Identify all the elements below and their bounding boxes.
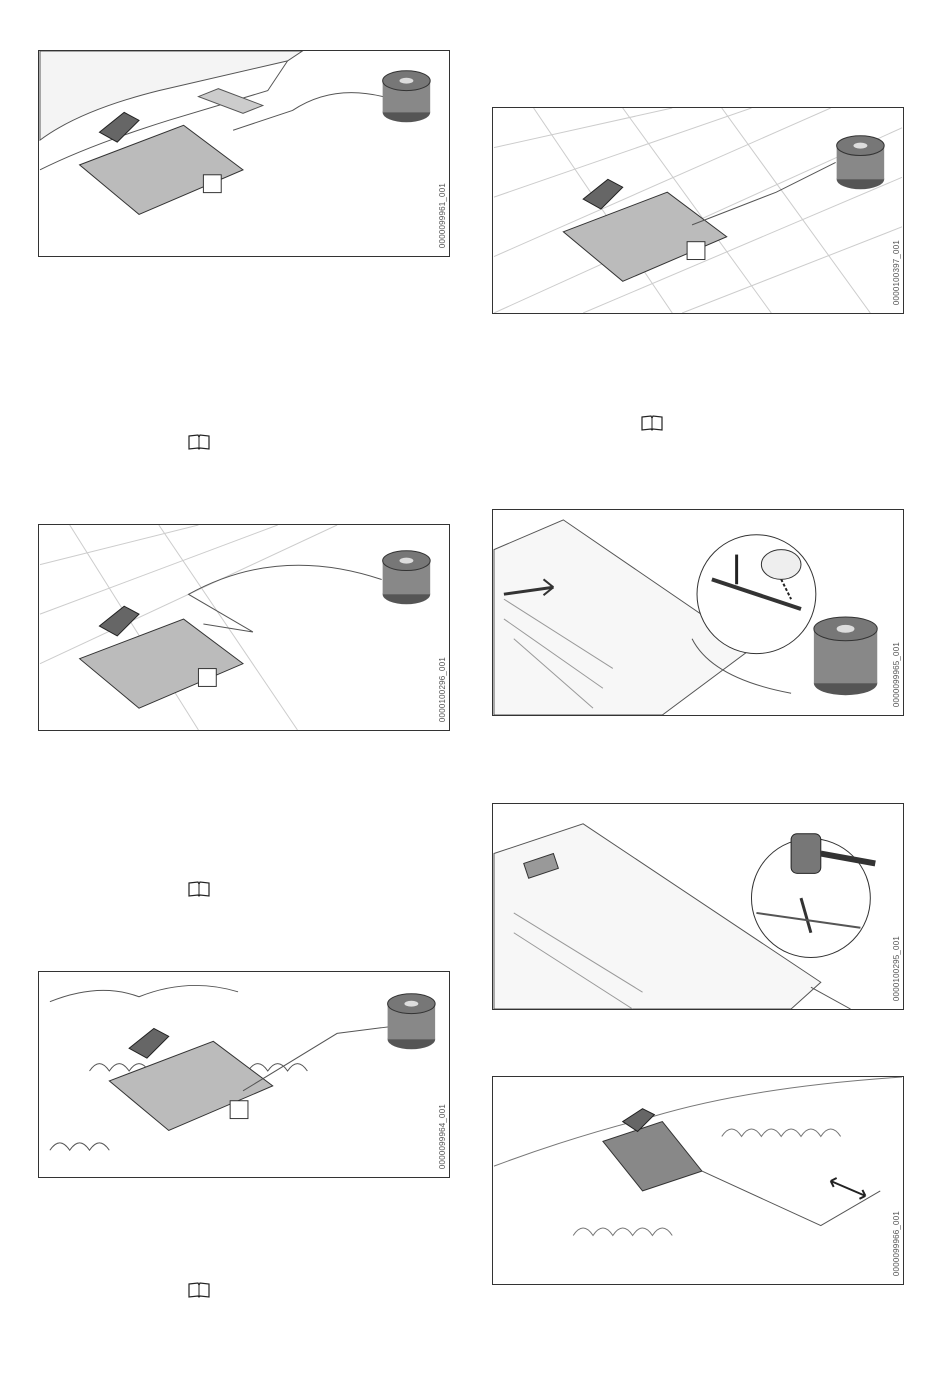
figure-id-label: 0000099964_001	[438, 1104, 447, 1169]
figure-id-label: 0000099961_001	[438, 183, 447, 248]
figure-id-label: 0000100295_001	[892, 936, 901, 1001]
book-reference-icon[interactable]	[641, 415, 663, 431]
illustration-peg-hammer-closeup	[493, 804, 903, 1009]
figure-paved-station: 0000100397_001	[492, 107, 904, 314]
figure-garden-boundary: 0000099966_001	[492, 1076, 904, 1285]
figure-id-label: 0000100397_001	[892, 240, 901, 305]
figure-paved-wire-loop: 0000100296_001	[38, 524, 450, 731]
figure-garden-station: 0000099964_001	[38, 971, 450, 1178]
illustration-wall-station	[39, 51, 449, 256]
figure-peg-hammer-closeup: 0000100295_001	[492, 803, 904, 1010]
illustration-wire-insert-closeup	[493, 510, 903, 715]
illustration-garden-boundary	[493, 1077, 903, 1284]
book-reference-icon[interactable]	[188, 434, 210, 450]
figure-id-label: 0000099966_001	[892, 1211, 901, 1276]
book-reference-icon[interactable]	[188, 1282, 210, 1298]
illustration-paved-wire-loop	[39, 525, 449, 730]
book-reference-icon[interactable]	[188, 881, 210, 897]
figure-id-label: 0000099965_001	[892, 642, 901, 707]
illustration-paved-station	[493, 108, 903, 313]
illustration-garden-station	[39, 972, 449, 1177]
figure-wire-insert-closeup: 0000099965_001	[492, 509, 904, 716]
figure-wall-station: 0000099961_001	[38, 50, 450, 257]
figure-id-label: 0000100296_001	[438, 657, 447, 722]
